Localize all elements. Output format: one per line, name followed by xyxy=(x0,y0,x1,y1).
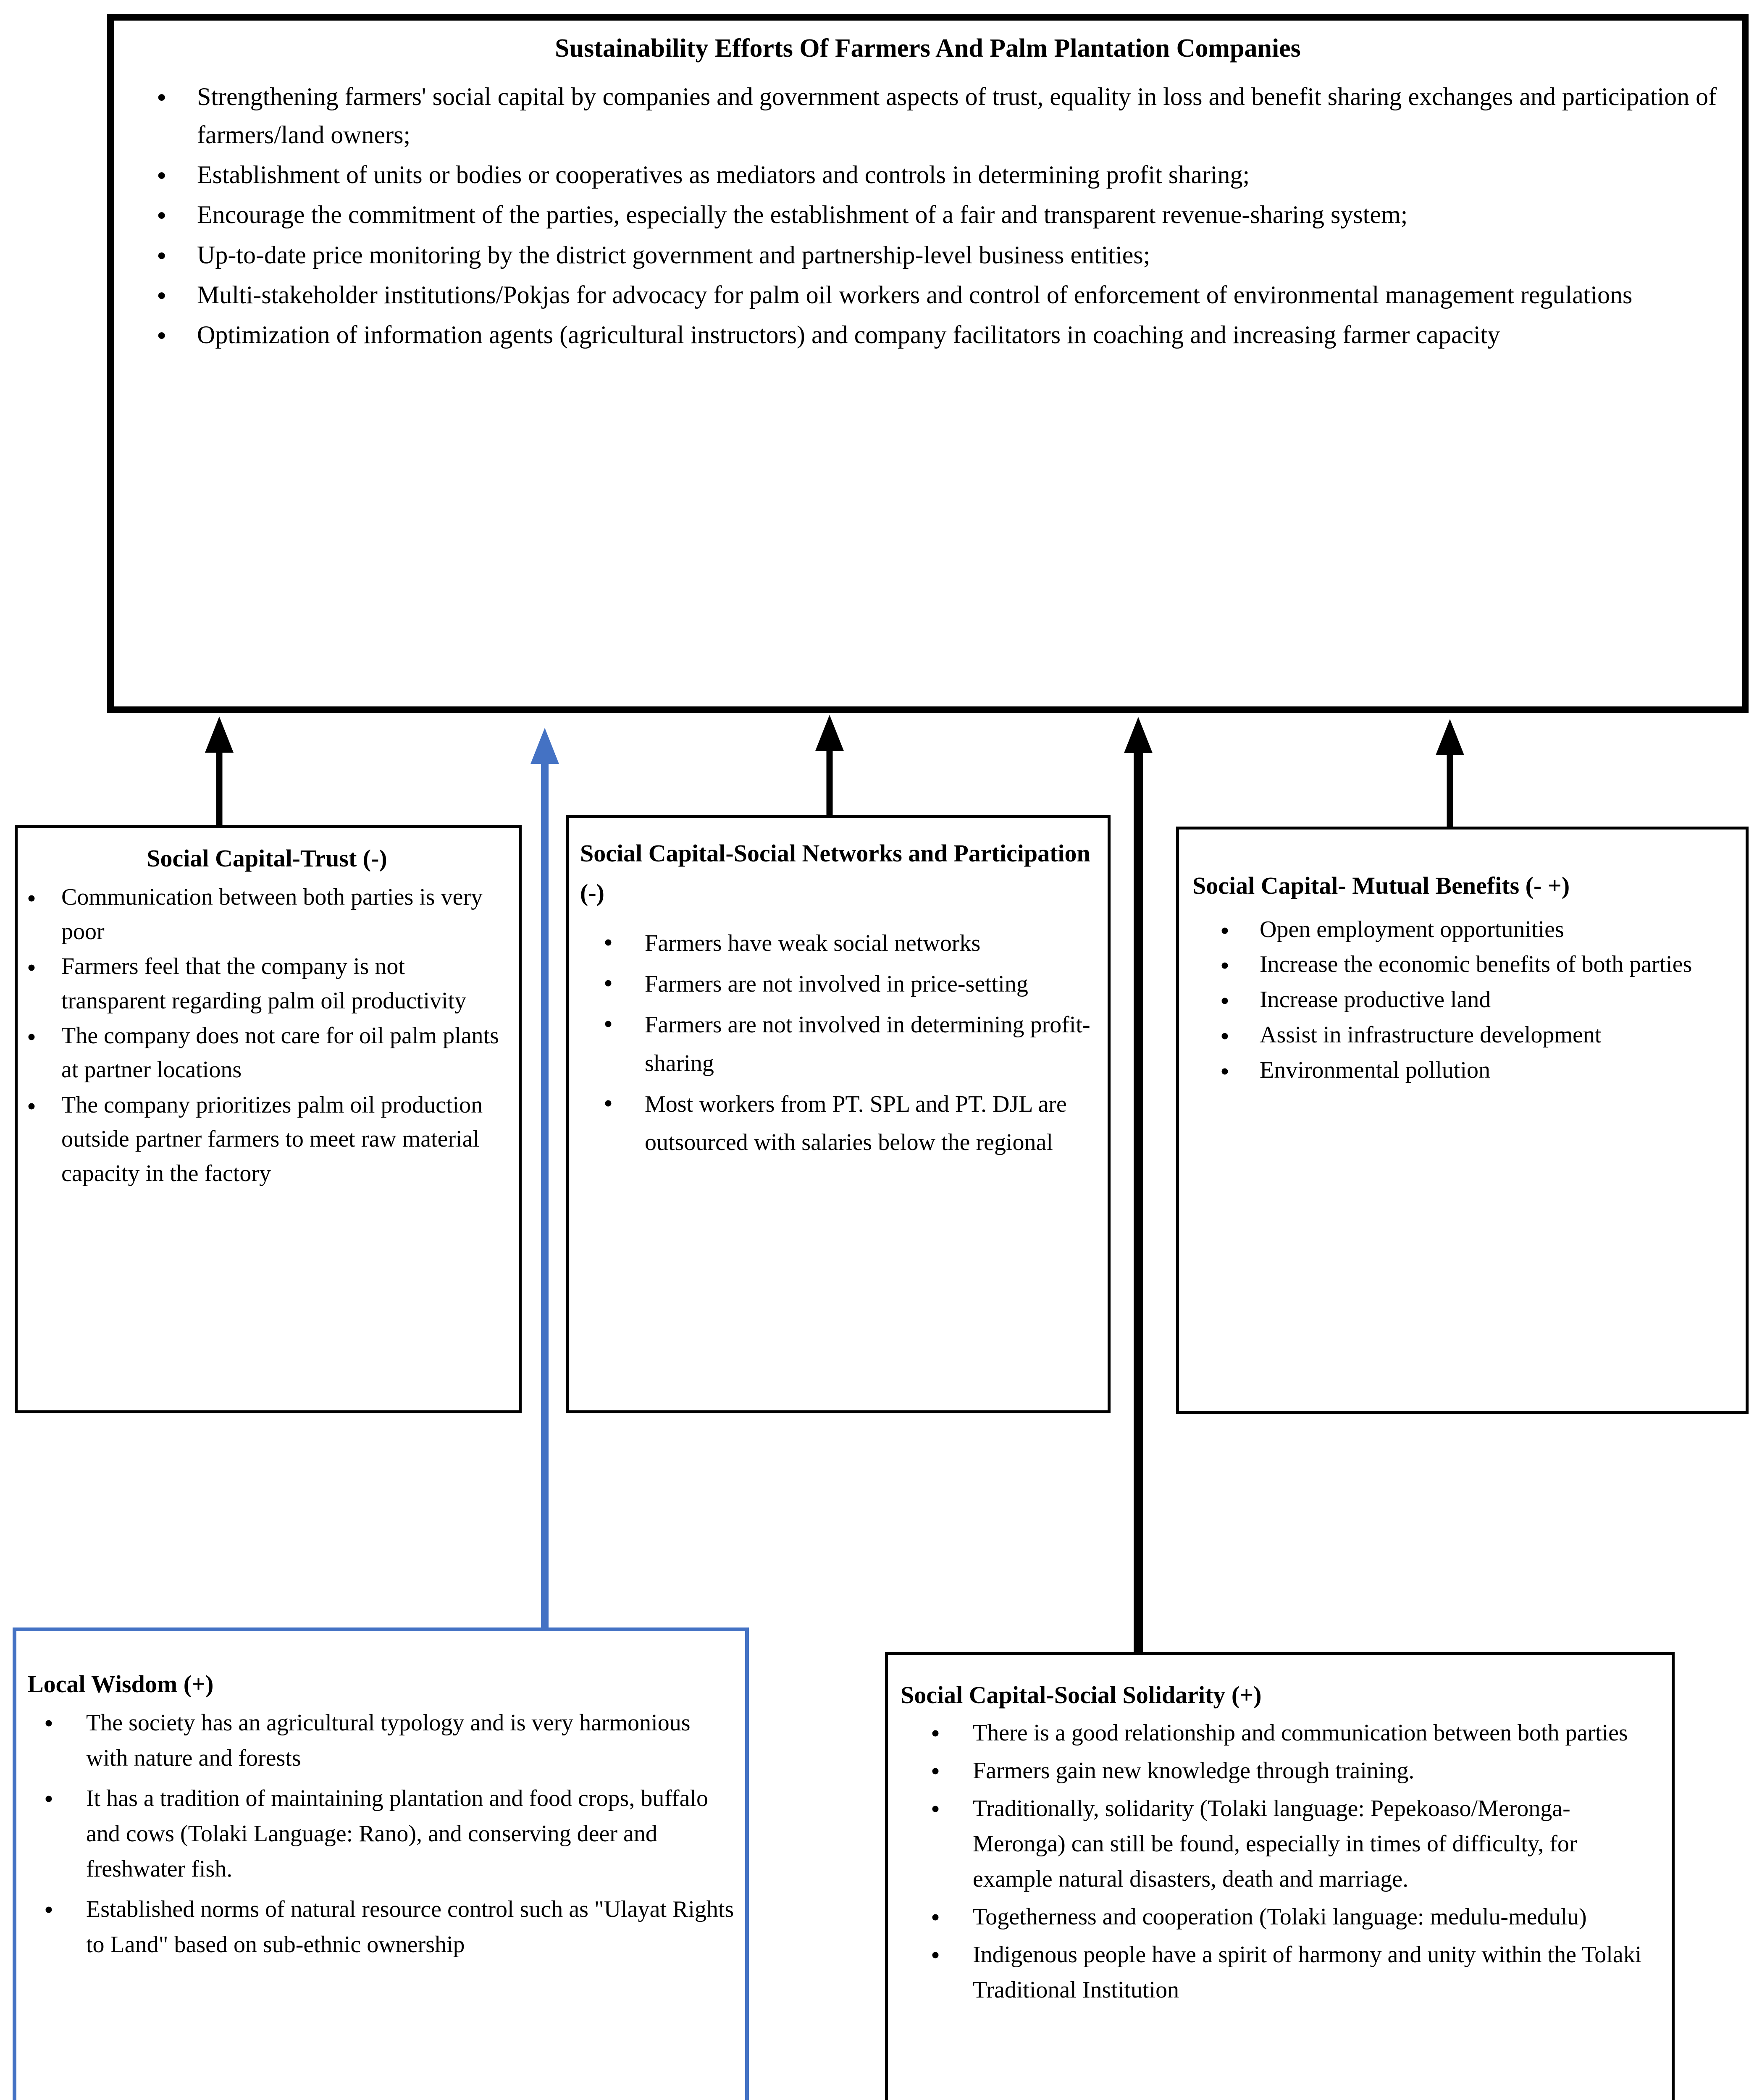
list-item: Farmers are not involved in price-settin… xyxy=(580,964,1098,1003)
list-item: Most workers from PT. SPL and PT. DJL ar… xyxy=(580,1084,1098,1162)
solidarity-box-bullet-list: There is a good relationship and communi… xyxy=(901,1714,1661,2008)
list-item: Communication between both parties is ve… xyxy=(23,879,511,949)
list-item: Farmers are not involved in determining … xyxy=(580,1005,1098,1083)
trust-box-title: Social Capital-Trust (-) xyxy=(147,845,387,872)
arrow-shaft xyxy=(1134,746,1143,1654)
list-item: Encourage the commitment of the parties,… xyxy=(131,195,1725,236)
arrow-networks-to-main xyxy=(815,715,844,826)
social-capital-mutual-benefits-box: Social Capital- Mutual Benefits (- +) Op… xyxy=(1176,827,1749,1414)
arrow-shaft xyxy=(1447,744,1453,828)
social-capital-solidarity-box: Social Capital-Social Solidarity (+) The… xyxy=(885,1652,1675,2100)
list-item: Environmental pollution xyxy=(1192,1053,1736,1091)
list-item: Increase the economic benefits of both p… xyxy=(1192,947,1736,985)
main-box-bullet-list: Strengthening farmers' social capital by… xyxy=(131,77,1725,356)
list-item: The company does not care for oil palm p… xyxy=(23,1018,511,1087)
local-wisdom-box: Local Wisdom (+) The society has an agri… xyxy=(13,1628,749,2100)
social-capital-networks-box: Social Capital-Social Networks and Parti… xyxy=(566,815,1111,1413)
wisdom-box-title: Local Wisdom (+) xyxy=(27,1670,214,1698)
list-item: The company prioritizes palm oil product… xyxy=(23,1087,511,1191)
list-item: Increase productive land xyxy=(1192,982,1736,1020)
arrow-shaft xyxy=(216,743,223,827)
list-item: Strengthening farmers' social capital by… xyxy=(131,77,1725,154)
arrow-shaft xyxy=(541,754,549,1630)
main-sustainability-box: Sustainability Efforts Of Farmers And Pa… xyxy=(107,14,1749,713)
main-box-title: Sustainability Efforts Of Farmers And Pa… xyxy=(555,34,1301,63)
list-item: Optimization of information agents (agri… xyxy=(131,315,1725,356)
list-item: Farmers gain new knowledge through train… xyxy=(901,1752,1661,1791)
list-item: Open employment opportunities xyxy=(1192,912,1736,950)
wisdom-box-bullet-list: The society has an agricultural typology… xyxy=(27,1704,734,1962)
list-item: Indigenous people have a spirit of harmo… xyxy=(901,1936,1661,2008)
arrow-trust-to-main xyxy=(205,717,234,827)
solidarity-box-title: Social Capital-Social Solidarity (+) xyxy=(901,1681,1262,1709)
list-item: Multi-stakeholder institutions/Pokjas fo… xyxy=(131,275,1725,316)
trust-box-bullet-list: Communication between both parties is ve… xyxy=(23,879,511,1191)
arrow-wisdom-to-main xyxy=(530,728,559,1630)
social-capital-trust-box: Social Capital-Trust (-) Communication b… xyxy=(15,825,522,1413)
list-item: Togetherness and cooperation (Tolaki lan… xyxy=(901,1898,1661,1937)
benefits-box-title: Social Capital- Mutual Benefits (- +) xyxy=(1192,872,1570,899)
list-item: The society has an agricultural typology… xyxy=(27,1704,734,1776)
list-item: Up-to-date price monitoring by the distr… xyxy=(131,235,1725,276)
networks-box-title: Social Capital-Social Networks and Parti… xyxy=(580,840,1090,906)
arrow-shaft xyxy=(826,740,833,826)
benefits-box-bullet-list: Open employment opportunities Increase t… xyxy=(1192,912,1736,1091)
list-item: Assist in infrastructure development xyxy=(1192,1017,1736,1055)
list-item: It has a tradition of maintaining planta… xyxy=(27,1780,734,1887)
list-item: Established norms of natural resource co… xyxy=(27,1891,734,1962)
list-item: There is a good relationship and communi… xyxy=(901,1714,1661,1753)
arrow-solidarity-to-main xyxy=(1124,717,1153,1654)
arrow-benefits-to-main xyxy=(1435,719,1465,828)
list-item: Establishment of units or bodies or coop… xyxy=(131,155,1725,196)
networks-box-bullet-list: Farmers have weak social networks Farmer… xyxy=(580,924,1098,1162)
list-item: Farmers feel that the company is not tra… xyxy=(23,949,511,1018)
list-item: Farmers have weak social networks xyxy=(580,924,1098,963)
list-item: Traditionally, solidarity (Tolaki langua… xyxy=(901,1790,1661,1897)
